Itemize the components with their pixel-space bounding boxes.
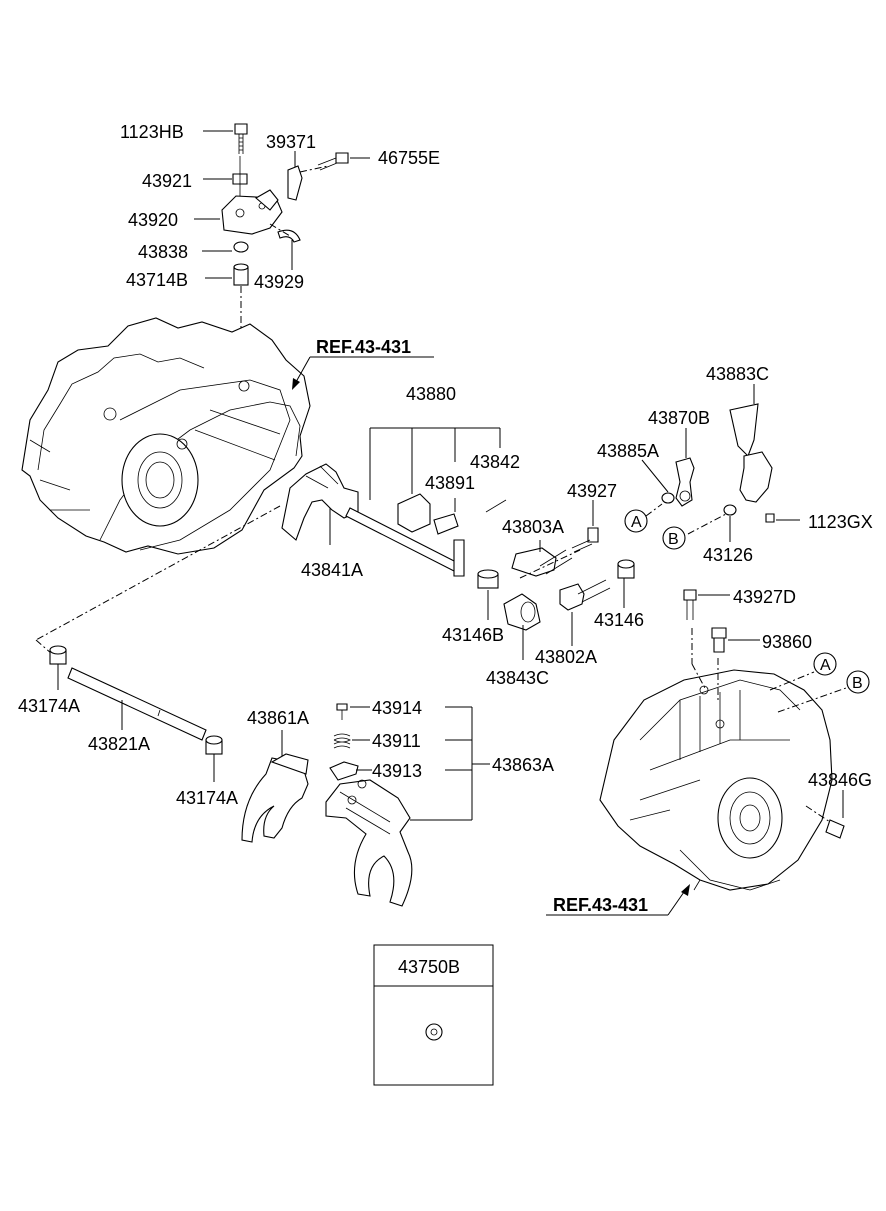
label-43927: 43927 bbox=[567, 481, 617, 501]
switch-93860 bbox=[711, 627, 760, 653]
label-43714B: 43714B bbox=[126, 270, 188, 290]
marker-b-lower: B bbox=[846, 670, 870, 694]
marker-a-upper: A bbox=[624, 509, 648, 533]
part-box-43750B: 43750B bbox=[373, 944, 494, 1086]
shift-rail-group bbox=[281, 427, 635, 660]
label-43863A: 43863A bbox=[492, 755, 554, 775]
marker-b-lower-label: B bbox=[852, 675, 863, 692]
label-43841A: 43841A bbox=[301, 560, 363, 580]
shift-lever-assembly bbox=[194, 123, 370, 380]
label-43927D: 43927D bbox=[733, 587, 796, 607]
label-93860: 93860 bbox=[762, 632, 812, 652]
label-43846G: 43846G bbox=[808, 770, 872, 790]
shift-fork-assembly bbox=[241, 703, 490, 907]
label-43891: 43891 bbox=[425, 473, 475, 493]
label-43838: 43838 bbox=[138, 242, 188, 262]
label-43914: 43914 bbox=[372, 698, 422, 718]
label-43861A: 43861A bbox=[247, 708, 309, 728]
transmission-case-left bbox=[21, 317, 311, 555]
label-43885A: 43885A bbox=[597, 441, 659, 461]
label-43146B: 43146B bbox=[442, 625, 504, 645]
ref-top-label: REF.43-431 bbox=[316, 337, 411, 357]
label-1123HB: 1123HB bbox=[120, 122, 184, 142]
ref-bottom: REF.43-431 bbox=[546, 884, 690, 916]
label-43802A: 43802A bbox=[535, 647, 597, 667]
label-43913: 43913 bbox=[372, 761, 422, 781]
label-46755E: 46755E bbox=[378, 148, 440, 168]
label-43920: 43920 bbox=[128, 210, 178, 230]
label-43911: 43911 bbox=[372, 731, 421, 751]
label-43803A: 43803A bbox=[502, 517, 564, 537]
label-43921: 43921 bbox=[142, 171, 192, 191]
marker-b-upper-label: B bbox=[668, 531, 679, 548]
part-labels: 1123HB 39371 46755E 43921 43920 43838 43… bbox=[18, 122, 873, 808]
part-43846G bbox=[805, 790, 845, 839]
label-43174A-right: 43174A bbox=[176, 788, 238, 808]
label-43126: 43126 bbox=[703, 545, 753, 565]
label-43883C: 43883C bbox=[706, 364, 769, 384]
box-label-43750B: 43750B bbox=[398, 957, 460, 977]
bolt-43927D bbox=[683, 589, 730, 620]
marker-a-lower: A bbox=[813, 652, 837, 676]
transmission-case-right bbox=[599, 628, 847, 891]
marker-a-lower-label: A bbox=[820, 657, 831, 674]
label-43843C: 43843C bbox=[486, 668, 549, 688]
ref-top: REF.43-431 bbox=[292, 337, 434, 390]
label-39371: 39371 bbox=[266, 132, 316, 152]
label-43842: 43842 bbox=[470, 452, 520, 472]
label-1123GX: 1123GX bbox=[808, 512, 873, 532]
label-43146: 43146 bbox=[594, 610, 644, 630]
label-43880: 43880 bbox=[406, 384, 456, 404]
shift-shaft-43821A bbox=[35, 505, 281, 782]
label-43870B: 43870B bbox=[648, 408, 710, 428]
label-43174A-left: 43174A bbox=[18, 696, 80, 716]
label-43929: 43929 bbox=[254, 272, 304, 292]
marker-b-upper: B bbox=[662, 526, 686, 550]
marker-a-upper-label: A bbox=[631, 514, 642, 531]
selector-group bbox=[641, 384, 800, 542]
label-43821A: 43821A bbox=[88, 734, 150, 754]
ref-bottom-label: REF.43-431 bbox=[553, 895, 648, 915]
